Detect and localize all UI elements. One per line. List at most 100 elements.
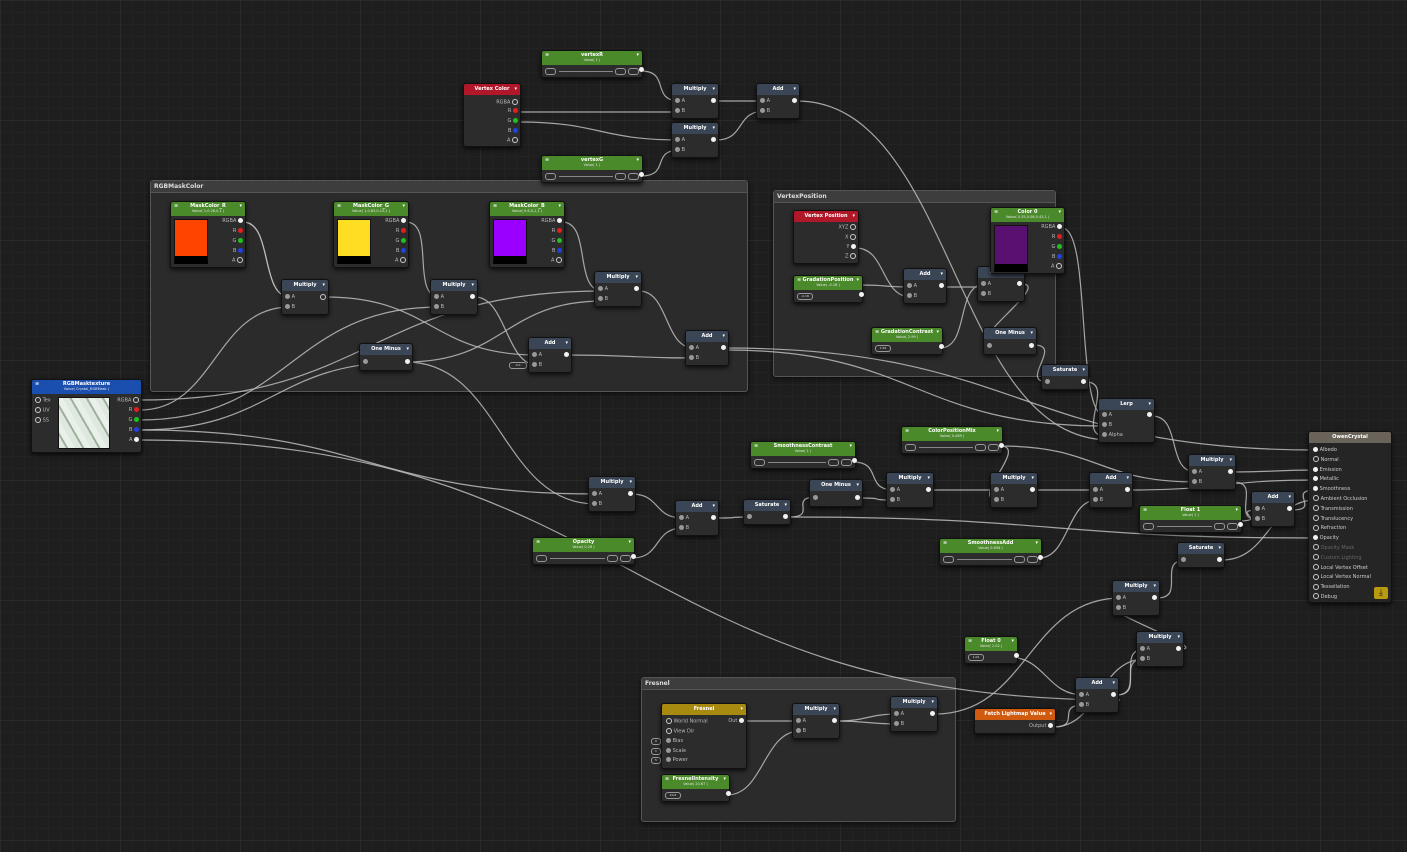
port-rgba[interactable]: RGBA xyxy=(496,99,518,107)
port-b[interactable]: B xyxy=(233,248,243,255)
port-a[interactable]: A xyxy=(551,257,562,265)
node-header[interactable]: Multiply▾ xyxy=(1137,632,1183,643)
master-input-port[interactable]: Opacity xyxy=(1313,534,1389,544)
output-port[interactable] xyxy=(832,718,837,725)
value-slider[interactable] xyxy=(943,556,1038,563)
value-slider[interactable] xyxy=(545,68,639,75)
node-header[interactable]: Multiply▾ xyxy=(282,280,328,291)
port-a[interactable]: A xyxy=(796,718,806,725)
node-header[interactable]: Fetch Lightmap Value▾ xyxy=(975,709,1055,720)
port-out[interactable]: Out xyxy=(728,718,744,725)
port-b[interactable]: B xyxy=(592,501,602,508)
port-b[interactable]: B xyxy=(396,248,406,255)
output-port[interactable] xyxy=(1081,379,1086,386)
node-header[interactable]: Multiply▾ xyxy=(672,84,718,95)
port-b[interactable]: B xyxy=(508,128,518,135)
output-port[interactable] xyxy=(470,294,475,301)
output-port[interactable] xyxy=(711,98,716,105)
port-rgba[interactable]: RGBA xyxy=(541,218,562,225)
output-port[interactable] xyxy=(1176,646,1181,653)
port-a[interactable]: A xyxy=(1116,595,1126,602)
master-input-port[interactable]: Opacity Mask xyxy=(1313,544,1389,554)
master-input-port[interactable]: Translucency xyxy=(1313,515,1389,525)
port-r[interactable]: R xyxy=(233,228,243,235)
output-port[interactable] xyxy=(639,67,644,74)
output-port[interactable] xyxy=(1238,522,1243,529)
output-port[interactable] xyxy=(859,292,864,299)
port-r[interactable]: R xyxy=(129,407,139,414)
port-b[interactable]: B xyxy=(796,728,806,735)
value-field[interactable]: 20.6 xyxy=(665,792,681,799)
port-a[interactable]: A xyxy=(1051,263,1062,271)
node-header[interactable]: Add▾ xyxy=(676,501,718,512)
output-port[interactable] xyxy=(939,283,944,290)
texture-preview[interactable] xyxy=(58,397,110,449)
multiply-node[interactable]: Multiply▾ A B xyxy=(890,696,938,732)
port-a[interactable]: A xyxy=(994,487,1004,494)
vertex-color-node[interactable]: Vertex Color▾ RGBA R G B A xyxy=(463,83,521,147)
port-b[interactable]: B xyxy=(285,304,295,311)
port-a[interactable]: A xyxy=(1079,692,1089,699)
port-power[interactable]: Power xyxy=(666,757,688,764)
multiply-node[interactable]: Multiply▾ A B xyxy=(671,122,719,158)
value-field[interactable]: -0.18 xyxy=(797,293,813,300)
port-b[interactable]: B xyxy=(1093,497,1103,504)
port-tex[interactable]: Tex xyxy=(35,397,51,405)
port-x[interactable]: X xyxy=(845,234,856,242)
master-input-port[interactable]: Refraction xyxy=(1313,524,1389,534)
node-header[interactable]: Multiply▾ xyxy=(1189,455,1235,466)
node-header[interactable]: Multiply▾ xyxy=(793,704,839,715)
node-header[interactable]: Multiply▾ xyxy=(887,473,933,484)
output-port[interactable] xyxy=(855,495,860,502)
node-header[interactable]: Saturate▾ xyxy=(1042,365,1088,376)
multiply-node[interactable]: Multiply▾ A B xyxy=(430,279,478,315)
bias-default-field[interactable]: 0 xyxy=(651,738,661,745)
port-world-normal[interactable]: World Normal xyxy=(666,718,708,726)
multiply-node[interactable]: Multiply▾ A B xyxy=(792,703,840,739)
output-port[interactable] xyxy=(405,359,410,366)
port-b[interactable]: B xyxy=(981,291,991,298)
output-port[interactable] xyxy=(1014,653,1019,660)
port-output[interactable]: Output xyxy=(1029,723,1053,730)
add-node[interactable]: Add▾ A B xyxy=(1251,491,1295,527)
multiply-node[interactable]: Multiply▾ A B xyxy=(594,271,642,307)
add-node[interactable]: Add▾ A B xyxy=(1089,472,1133,508)
output-port[interactable] xyxy=(711,515,716,522)
multiply-node[interactable]: Multiply▾ A B xyxy=(990,472,1038,508)
node-header[interactable]: Vertex Position▾ xyxy=(794,211,858,222)
save-icon[interactable]: ⤓ xyxy=(1374,587,1388,599)
input-port[interactable] xyxy=(987,343,992,350)
value-slider[interactable] xyxy=(754,459,852,466)
add-node[interactable]: Add▾ A B xyxy=(675,500,719,536)
node-header[interactable]: Vertex Color▾ xyxy=(464,84,520,95)
port-rgba[interactable]: RGBA xyxy=(385,218,406,225)
port-b[interactable]: B xyxy=(598,296,608,303)
port-g[interactable]: G xyxy=(1052,244,1062,251)
color-swatch[interactable] xyxy=(493,219,527,264)
input-port[interactable] xyxy=(813,495,818,502)
vertex-position-node[interactable]: Vertex Position▾ XYZ X Y Z xyxy=(793,210,859,264)
master-input-port[interactable]: Smoothness xyxy=(1313,485,1389,495)
saturate-node[interactable]: Saturate▾ xyxy=(1177,542,1225,568)
collapse-arrow-icon[interactable]: ▾ xyxy=(514,86,517,92)
port-a[interactable]: A xyxy=(679,515,689,522)
node-header[interactable]: Add▾ xyxy=(1090,473,1132,484)
output-port[interactable] xyxy=(564,352,569,359)
port-a[interactable]: A xyxy=(760,98,770,105)
value-field[interactable]: 1.02 xyxy=(968,654,984,661)
node-header[interactable]: One Minus▾ xyxy=(810,480,862,491)
multiply-node[interactable]: Multiply▾ A B xyxy=(886,472,934,508)
add-node[interactable]: Add▾ A B xyxy=(903,268,947,304)
input-port[interactable] xyxy=(363,359,368,366)
port-a[interactable]: A xyxy=(675,137,685,144)
